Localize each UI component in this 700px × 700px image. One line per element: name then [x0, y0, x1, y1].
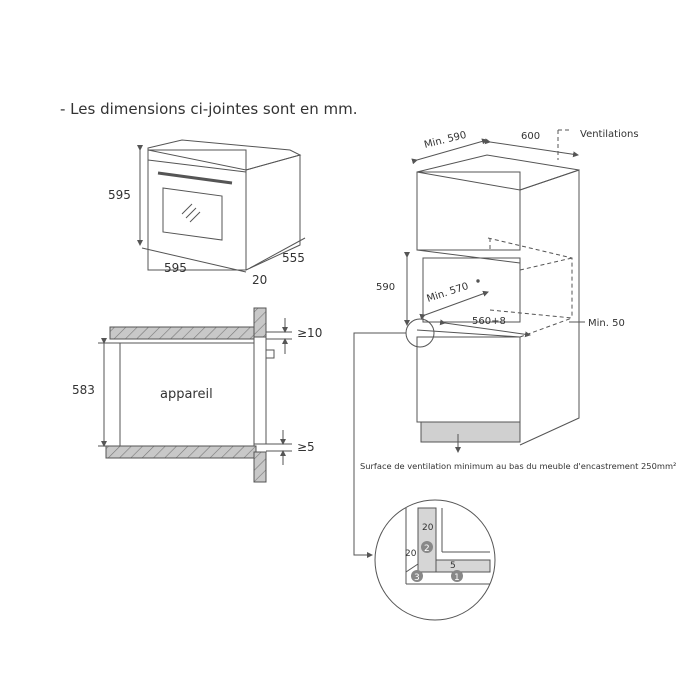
oven-width-label: 595: [164, 261, 187, 275]
detail-bottom-dim: 5: [450, 561, 456, 571]
top-gap-label: ≥10: [297, 326, 322, 340]
ventilation-note: Surface de ventilation minimum au bas du…: [360, 461, 676, 471]
detail-view: [374, 499, 496, 621]
cabinet-view: [353, 129, 585, 558]
niche-height-label: 590: [376, 282, 395, 293]
svg-text:3: 3: [414, 573, 420, 583]
oven-depth-label: 555: [282, 251, 305, 265]
detail-markers: 2 3 1: [411, 541, 463, 583]
oven-height-label: 595: [108, 188, 131, 202]
niche-width-label: 560+8: [472, 316, 506, 327]
door-thickness-label: 20: [252, 273, 267, 287]
svg-text:1: 1: [454, 573, 460, 583]
svg-text:2: 2: [424, 544, 430, 554]
oven-3d-view: [137, 139, 306, 273]
marker-1-icon: [451, 570, 463, 582]
section-view: [98, 307, 292, 483]
marker-3-icon: [411, 570, 423, 582]
appliance-label: appareil: [160, 387, 213, 402]
min-rear-label: Min. 50: [588, 318, 625, 329]
detail-top-dim: 20: [422, 523, 434, 533]
units-note: - Les dimensions ci-jointes sont en mm.: [60, 100, 358, 118]
section-height-label: 583: [72, 383, 95, 397]
marker-2-icon: [421, 541, 433, 553]
ventilations-label: Ventilations: [580, 129, 639, 140]
depth-label: 600: [521, 131, 540, 142]
bottom-gap-label: ≥5: [297, 440, 315, 454]
detail-left-dim: 20: [405, 549, 417, 559]
